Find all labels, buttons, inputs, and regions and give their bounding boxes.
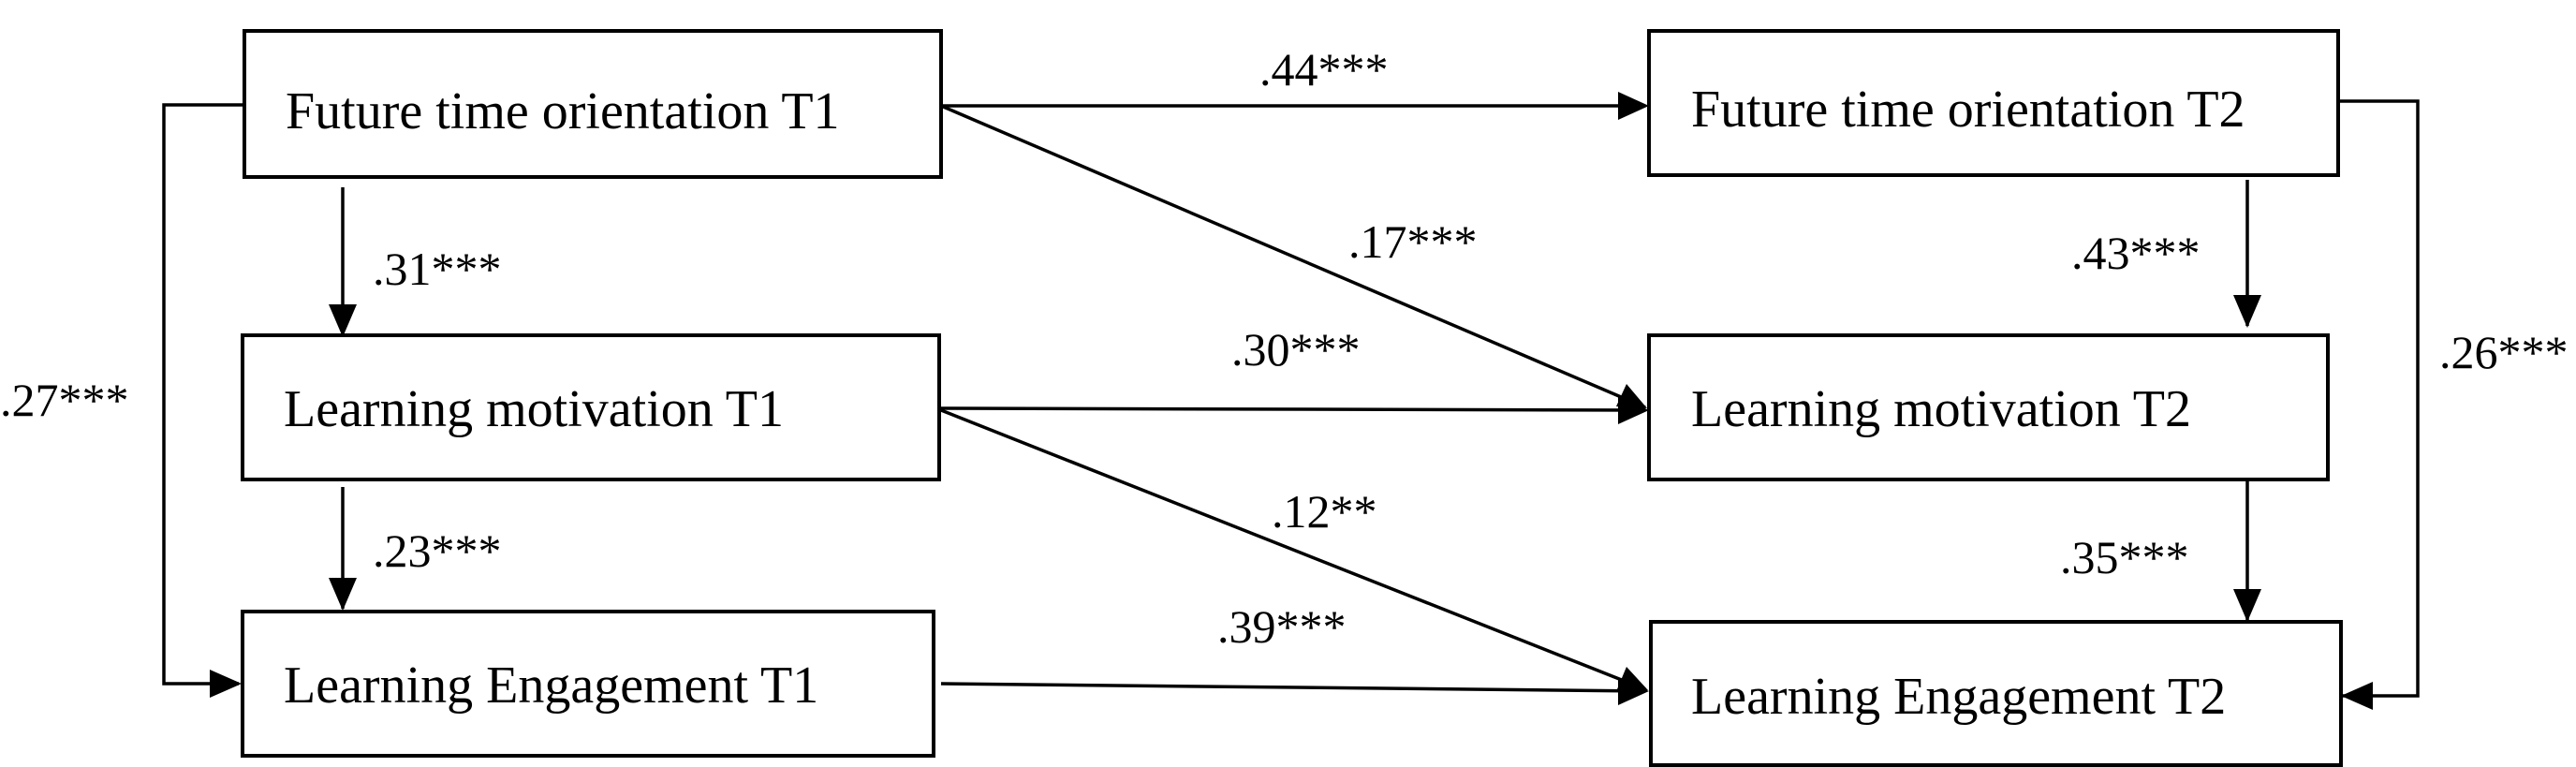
node-le-t1-box [241, 610, 935, 758]
node-le-t1: Learning Engagement T1 [241, 610, 935, 758]
arrowhead-lm-t2 [2233, 295, 2261, 328]
node-lm-t1-box [241, 333, 941, 481]
path-lm-t1-to-le-t2 [940, 408, 1646, 691]
arrowhead-le-t1-vertical [329, 578, 357, 611]
path-le-t1-to-le-t2 [940, 682, 1646, 693]
coef-fto-t1-to-fto-t2: .44*** [1259, 43, 1389, 96]
node-fto-t2: Future time orientation T2 [1647, 29, 2340, 177]
arrowhead-fto-t2 [1618, 92, 1649, 120]
node-lm-t1-label: Learning motivation T1 [284, 380, 784, 438]
path-fto-t1-to-le-t1 [162, 103, 244, 686]
node-fto-t1-box [243, 29, 943, 179]
node-le-t2-box [1649, 620, 2343, 767]
node-le-t2: Learning Engagement T2 [1649, 620, 2343, 767]
node-le-t2-label: Learning Engagement T2 [1691, 668, 2226, 726]
node-lm-t2-label: Learning motivation T2 [1691, 380, 2191, 438]
coef-lm-t1-to-le-t1: .23*** [373, 524, 502, 577]
arrowhead-le-t2-vertical [2233, 589, 2261, 622]
node-lm-t2-box [1647, 333, 2330, 481]
arrowhead-le-t2-bracket [2341, 682, 2373, 710]
coef-lm-t1-to-le-t2: .12** [1272, 485, 1377, 538]
coef-lm-t1-to-lm-t2: .30*** [1231, 323, 1361, 376]
path-fto-t2-to-le-t2 [2338, 99, 2420, 698]
coef-fto-t2-to-lm-t2: .43*** [2071, 227, 2201, 279]
node-fto-t2-box [1647, 29, 2340, 177]
coef-le-t1-to-le-t2: .39*** [1217, 600, 1347, 653]
path-fto-t1-to-lm-t2 [940, 104, 1646, 409]
arrowhead-le-t1-bracket [210, 670, 242, 698]
arrowhead-lm-t1 [329, 304, 357, 337]
node-fto-t1-label: Future time orientation T1 [286, 82, 840, 140]
node-fto-t2-label: Future time orientation T2 [1691, 81, 2245, 139]
path-lm-t1-to-lm-t2 [940, 406, 1646, 412]
node-fto-t1: Future time orientation T1 [243, 29, 943, 179]
coef-fto-t1-to-lm-t1: .31*** [373, 243, 502, 295]
coef-fto-t1-to-le-t1: .27*** [0, 374, 129, 426]
node-lm-t1: Learning motivation T1 [241, 333, 941, 481]
node-lm-t2: Learning motivation T2 [1647, 333, 2330, 481]
coef-lm-t2-to-le-t2: .35*** [2060, 531, 2189, 583]
coef-fto-t1-to-lm-t2: .17*** [1348, 215, 1478, 268]
arrowhead-le-t2-from-le-t1 [1618, 677, 1649, 705]
node-le-t1-label: Learning Engagement T1 [284, 656, 818, 715]
coef-fto-t2-to-le-t2: .26*** [2439, 326, 2569, 378]
arrowhead-lm-t2-from-lm-t1 [1618, 396, 1649, 424]
